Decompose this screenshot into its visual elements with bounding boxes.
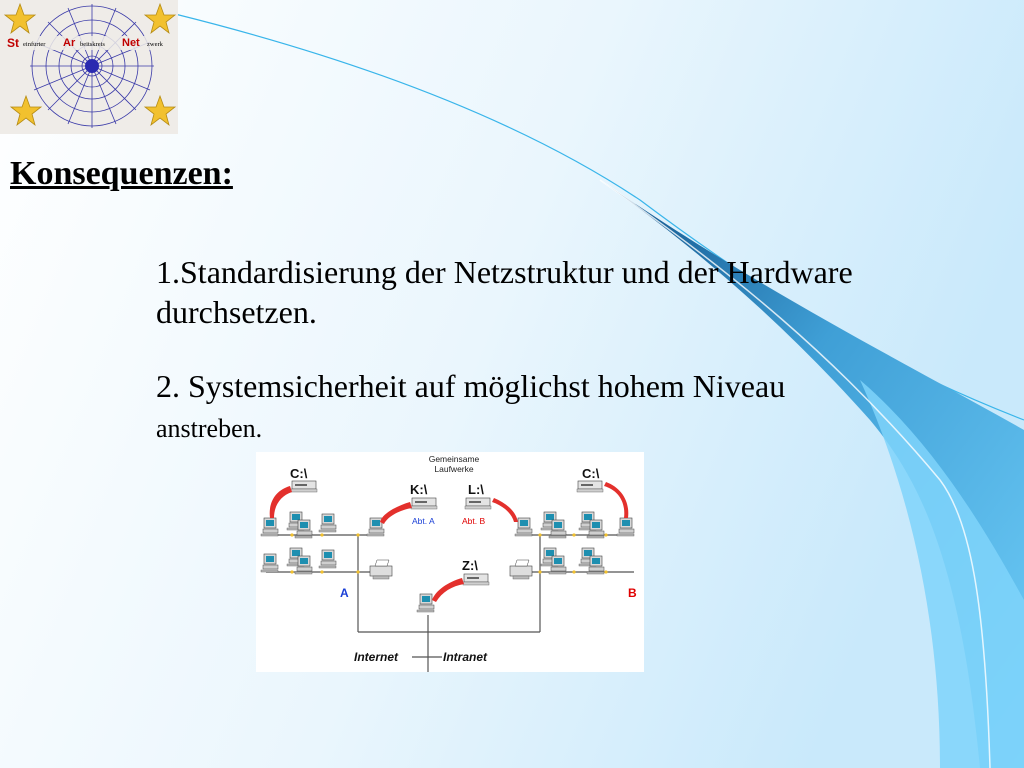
swoosh-right-panel bbox=[860, 380, 1024, 768]
logo-stars bbox=[3, 2, 177, 127]
logo-zwerk: zwerk bbox=[147, 41, 164, 48]
logo-ar: Ar bbox=[63, 37, 76, 49]
swoosh-edge-line bbox=[599, 179, 991, 768]
logo-beitskreis: beitskreis bbox=[80, 41, 105, 48]
logo-einfurter: einfurter bbox=[23, 41, 46, 48]
logo-net: Net bbox=[122, 37, 140, 49]
drive-c-right-label: C:\ bbox=[582, 466, 600, 481]
logo-center bbox=[85, 59, 99, 73]
server-k bbox=[410, 497, 438, 510]
dept-b-label: Abt. B bbox=[462, 516, 485, 526]
logo-st: St bbox=[7, 36, 19, 50]
drive-l-label: L:\ bbox=[468, 482, 484, 497]
access-arrows bbox=[269, 482, 629, 602]
slide-heading: Konsequenzen: bbox=[10, 155, 233, 192]
server-c-right bbox=[576, 480, 604, 493]
point-2-continuation: anstreben. bbox=[156, 414, 263, 443]
internet-label: Internet bbox=[354, 650, 399, 664]
segment-b-label: B bbox=[628, 586, 637, 600]
network-diagram: Gemeinsame Laufwerke C:\ K:\ L:\ C:\ Z:\… bbox=[256, 452, 644, 672]
shared-drives-line2: Laufwerke bbox=[434, 464, 473, 474]
drive-k-label: K:\ bbox=[410, 482, 428, 497]
dept-a-label: Abt. A bbox=[412, 516, 435, 526]
drive-z-label: Z:\ bbox=[462, 558, 478, 573]
point-1: 1.Standardisierung der Netzstruktur und … bbox=[156, 254, 853, 330]
server-z bbox=[462, 573, 490, 586]
intranet-label: Intranet bbox=[443, 650, 488, 664]
drive-c-left-label: C:\ bbox=[290, 466, 308, 481]
star-logo: St einfurter Ar beitskreis Net zwerk bbox=[0, 0, 178, 134]
server-c-left bbox=[290, 480, 318, 493]
point-2-main: 2. Systemsicherheit auf möglichst hohem … bbox=[156, 368, 786, 404]
server-l bbox=[464, 497, 492, 510]
cable-junctions bbox=[290, 533, 608, 574]
segment-a-label: A bbox=[340, 586, 349, 600]
shared-drives-line1: Gemeinsame bbox=[429, 454, 480, 464]
point-2: 2. Systemsicherheit auf möglichst hohem … bbox=[156, 366, 956, 446]
